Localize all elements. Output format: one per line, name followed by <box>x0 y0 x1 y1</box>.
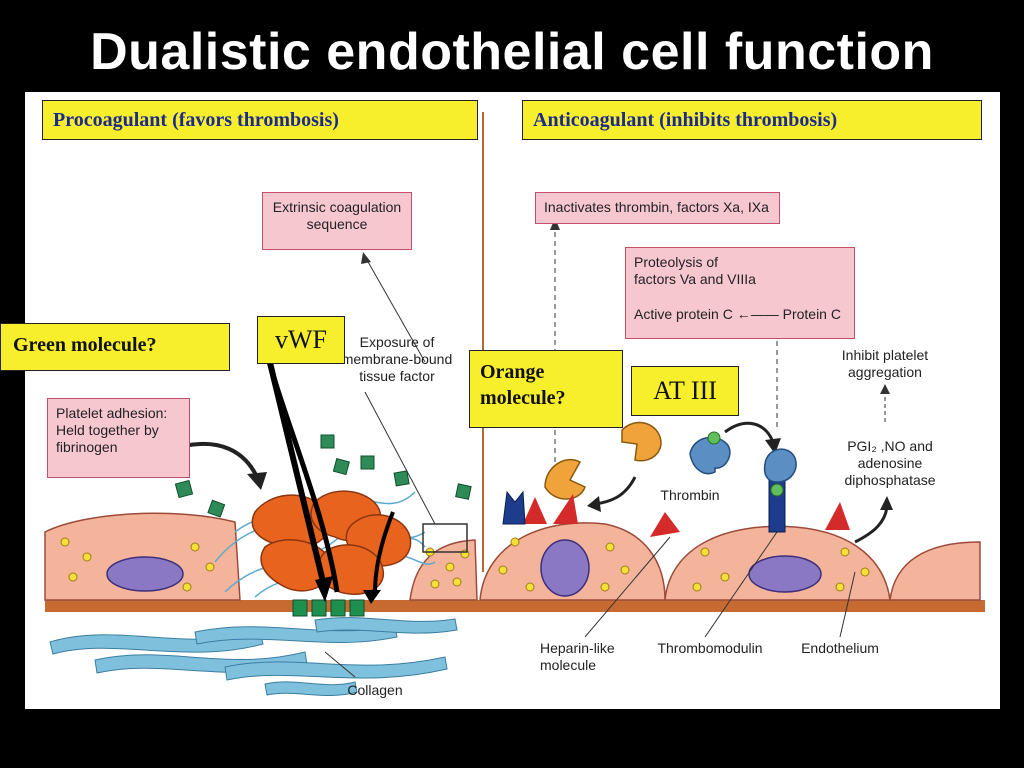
thrombin-text: Thrombin <box>660 487 720 503</box>
proteolysis-box: Proteolysis of factors Va and VIIIa Acti… <box>625 247 855 339</box>
slide-title: Dualistic endothelial cell function <box>90 23 934 81</box>
heparin-line1: Heparin-like <box>540 640 615 656</box>
inactivates-text: Inactivates thrombin, factors Xa, IXa <box>544 199 769 215</box>
orange-curve-arrow <box>594 476 637 506</box>
exposure-label: Exposure of membrane-bound tissue factor <box>337 334 457 385</box>
platelet-line3: fibrinogen <box>56 439 118 455</box>
proteolysis-line1: Proteolysis of <box>634 254 719 270</box>
tissue-factor-box <box>422 523 468 553</box>
pgi-label: PGI₂ ,NO and adenosine diphosphatase <box>825 438 955 489</box>
thrombomodulin-label: Thrombomodulin <box>650 640 770 657</box>
platelet-line1: Platelet adhesion: <box>56 405 168 421</box>
vwf-arrow-3 <box>373 511 395 593</box>
green-molecule-text: Green molecule? <box>13 334 157 356</box>
endothelium-text: Endothelium <box>801 640 879 656</box>
orange-molecule-2 <box>621 421 662 462</box>
pgi-line1: PGI₂ ,NO and <box>847 438 933 454</box>
exposure-line3: tissue factor <box>359 368 435 384</box>
vwf-molecules <box>292 599 365 617</box>
collagen-label: Collagen <box>335 682 415 699</box>
protein-c-row: Active protein C ←—— Protein C <box>634 306 846 323</box>
procoagulant-header-text: Procoagulant (favors thrombosis) <box>53 109 339 131</box>
pgi-line2: adenosine <box>857 455 923 471</box>
orange-molecule-1 <box>544 458 586 500</box>
endothelium-label: Endothelium <box>790 640 890 657</box>
thrombin-label: Thrombin <box>650 487 730 504</box>
nucleus-right <box>748 555 822 593</box>
nucleus-middle <box>540 539 590 597</box>
platelet-adhesion-arrow <box>179 441 259 478</box>
anticoagulant-header: Anticoagulant (inhibits thrombosis) <box>522 100 982 140</box>
exposure-arrow <box>366 259 426 363</box>
heparin-molecule-1 <box>523 497 547 524</box>
vwf-text: vWF <box>275 325 327 354</box>
orange-line2: molecule? <box>480 387 566 409</box>
thrombomodulin-text: Thrombomodulin <box>657 640 763 656</box>
procoagulant-header: Procoagulant (favors thrombosis) <box>42 100 478 140</box>
active-protein-c: Active protein C <box>634 306 733 322</box>
orange-molecule-callout: Orange molecule? <box>469 350 623 428</box>
inhibit-platelet-label: Inhibit platelet aggregation <box>825 347 945 381</box>
extrinsic-coagulation-box: Extrinsic coagulation sequence <box>262 192 412 250</box>
platelet-aggregate <box>251 490 412 595</box>
thrombin-bound <box>763 448 797 483</box>
extrinsic-line1: Extrinsic coagulation <box>272 199 402 215</box>
diagram-panel: Procoagulant (favors thrombosis) Anticoa… <box>25 92 1000 709</box>
at3-text: AT III <box>653 376 717 405</box>
heparin-line2: molecule <box>540 657 597 673</box>
pgi-curve-arrow <box>854 506 889 544</box>
vwf-arrow-2 <box>262 346 340 593</box>
basement-membrane <box>45 600 985 612</box>
collagen-fibers <box>49 617 458 696</box>
green-molecule-callout: Green molecule? <box>0 323 230 371</box>
anticoagulant-header-text: Anticoagulant (inhibits thrombosis) <box>533 109 838 131</box>
extrinsic-line2: sequence <box>306 216 368 232</box>
orange-line1: Orange <box>480 361 545 383</box>
platelet-adhesion-box: Platelet adhesion: Held together by fibr… <box>47 398 190 478</box>
green-molecules <box>174 434 472 518</box>
nucleus-left <box>106 556 184 592</box>
vwf-callout: vWF <box>257 316 345 364</box>
heparin-molecule-2 <box>553 494 578 524</box>
exposure-line2: membrane-bound <box>341 351 453 367</box>
proteolysis-line2: factors Va and VIIIa <box>634 271 756 287</box>
inhibit-line2: aggregation <box>848 364 922 380</box>
receptor-left <box>502 490 526 525</box>
collagen-text: Collagen <box>347 682 403 698</box>
exposure-line1: Exposure of <box>359 334 435 350</box>
diagram-illustration <box>44 112 985 696</box>
left-arrow-icon: ←—— <box>736 306 783 322</box>
thrombin-curve-arrow <box>724 421 775 443</box>
pgi-line3: diphosphatase <box>844 472 936 488</box>
inactivates-box: Inactivates thrombin, factors Xa, IXa <box>535 192 780 224</box>
protein-c: Protein C <box>782 306 841 322</box>
cell-granules <box>60 537 870 592</box>
thrombin-molecule <box>689 436 731 475</box>
platelet-line2: Held together by <box>56 422 159 438</box>
heparin-label: Heparin-like molecule <box>540 640 640 674</box>
inhibit-line1: Inhibit platelet <box>841 347 929 363</box>
at3-callout: AT III <box>631 366 739 416</box>
